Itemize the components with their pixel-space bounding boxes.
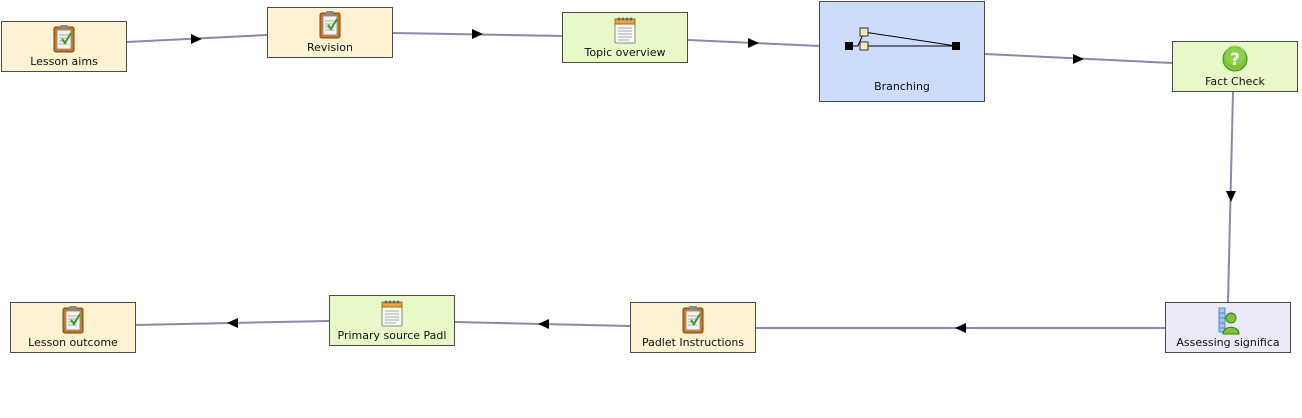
svg-text:?: ?	[1230, 50, 1240, 70]
activity-primary-source-padl[interactable]: Primary source Padl	[329, 295, 455, 346]
notepad-icon	[380, 299, 404, 331]
activity-label: Padlet Instructions	[641, 336, 745, 349]
clipboard-icon	[682, 306, 704, 338]
activity-label: Branching	[874, 80, 930, 93]
clipboard-icon	[319, 11, 341, 43]
activity-assessing-significa[interactable]: Assessing significa	[1165, 302, 1291, 353]
arrowhead	[538, 319, 549, 329]
activity-label: Fact Check	[1205, 75, 1265, 88]
arrowhead	[955, 323, 966, 333]
branching-icon	[844, 26, 964, 58]
activity-label: Topic overview	[584, 46, 666, 59]
clipboard-icon	[62, 306, 84, 338]
activity-revision[interactable]: Revision	[267, 7, 393, 58]
arrowhead	[472, 29, 483, 39]
activity-topic-overview[interactable]: Topic overview	[562, 12, 688, 63]
activity-lesson-aims[interactable]: Lesson aims	[1, 21, 127, 72]
question-icon: ?	[1221, 45, 1249, 77]
activity-label: Revision	[307, 41, 353, 54]
clipboard-icon	[53, 25, 75, 57]
activity-label: Primary source Padl	[337, 329, 447, 342]
activity-padlet-instructions[interactable]: Padlet Instructions	[630, 302, 756, 353]
notepad-icon	[613, 16, 637, 48]
activity-label: Lesson outcome	[28, 336, 118, 349]
activity-fact-check[interactable]: ? Fact Check	[1172, 41, 1298, 92]
arrowhead	[748, 38, 759, 48]
arrowhead	[191, 34, 202, 44]
activity-label: Lesson aims	[30, 55, 98, 68]
arrowhead	[1226, 191, 1236, 202]
activity-branching[interactable]: Branching	[819, 1, 985, 102]
arrowhead	[1073, 54, 1084, 64]
survey-person-icon	[1215, 306, 1241, 340]
activity-label: Assessing significa	[1176, 336, 1280, 349]
arrowhead	[227, 318, 238, 328]
activity-lesson-outcome[interactable]: Lesson outcome	[10, 302, 136, 353]
